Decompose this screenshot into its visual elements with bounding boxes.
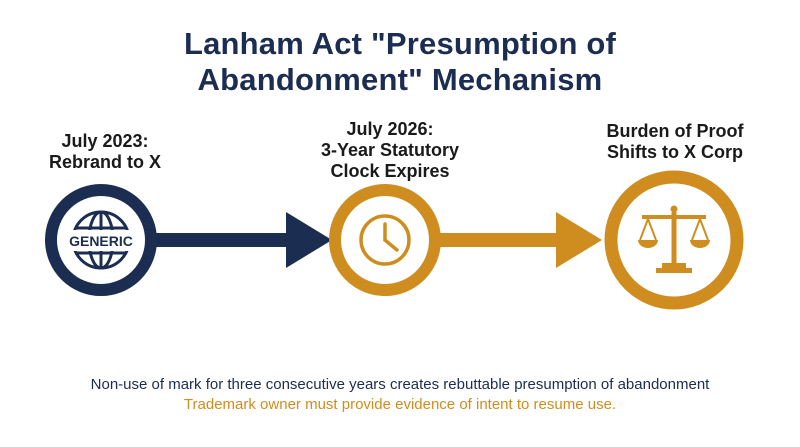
step-3-line-1: Burden of Proof — [606, 121, 744, 141]
footer-note: Non-use of mark for three consecutive ye… — [90, 376, 710, 393]
step-3-circle — [604, 170, 744, 310]
step-1-event: Rebrand to X — [48, 152, 161, 172]
scales-icon — [638, 205, 710, 273]
page-title: Lanham Act "Presumption of Abandonment" … — [0, 26, 800, 98]
step-2-date: July 2026: — [346, 119, 434, 139]
arrow-2-head — [556, 212, 602, 268]
title-line-1: Lanham Act "Presumption of — [183, 26, 617, 61]
arrow-1 — [150, 212, 332, 268]
step-3-label: Burden of Proof Shifts to X Corp — [590, 121, 760, 163]
step-2-label: July 2026: 3-Year Statutory Clock Expire… — [300, 119, 480, 182]
step-1-circle: GENERIC — [45, 184, 157, 296]
step-2-event-line-1: 3-Year Statutory — [320, 140, 460, 160]
clock-icon — [359, 214, 411, 266]
step-2-event-line-2: Clock Expires — [330, 161, 450, 181]
step-2-circle — [329, 184, 441, 296]
arrow-1-shaft — [150, 233, 300, 247]
footer-subnote: Trademark owner must provide evidence of… — [183, 396, 617, 413]
arrow-1-head — [286, 212, 332, 268]
step-1-date: July 2023: — [61, 131, 149, 151]
arrow-2-shaft — [440, 233, 560, 247]
arrow-2 — [440, 212, 602, 268]
title-line-2: Abandonment" Mechanism — [197, 62, 603, 97]
step-3-line-2: Shifts to X Corp — [607, 142, 743, 162]
generic-badge-text: GENERIC — [69, 233, 133, 249]
step-1-label: July 2023: Rebrand to X — [30, 131, 180, 173]
generic-badge-background — [62, 230, 140, 251]
